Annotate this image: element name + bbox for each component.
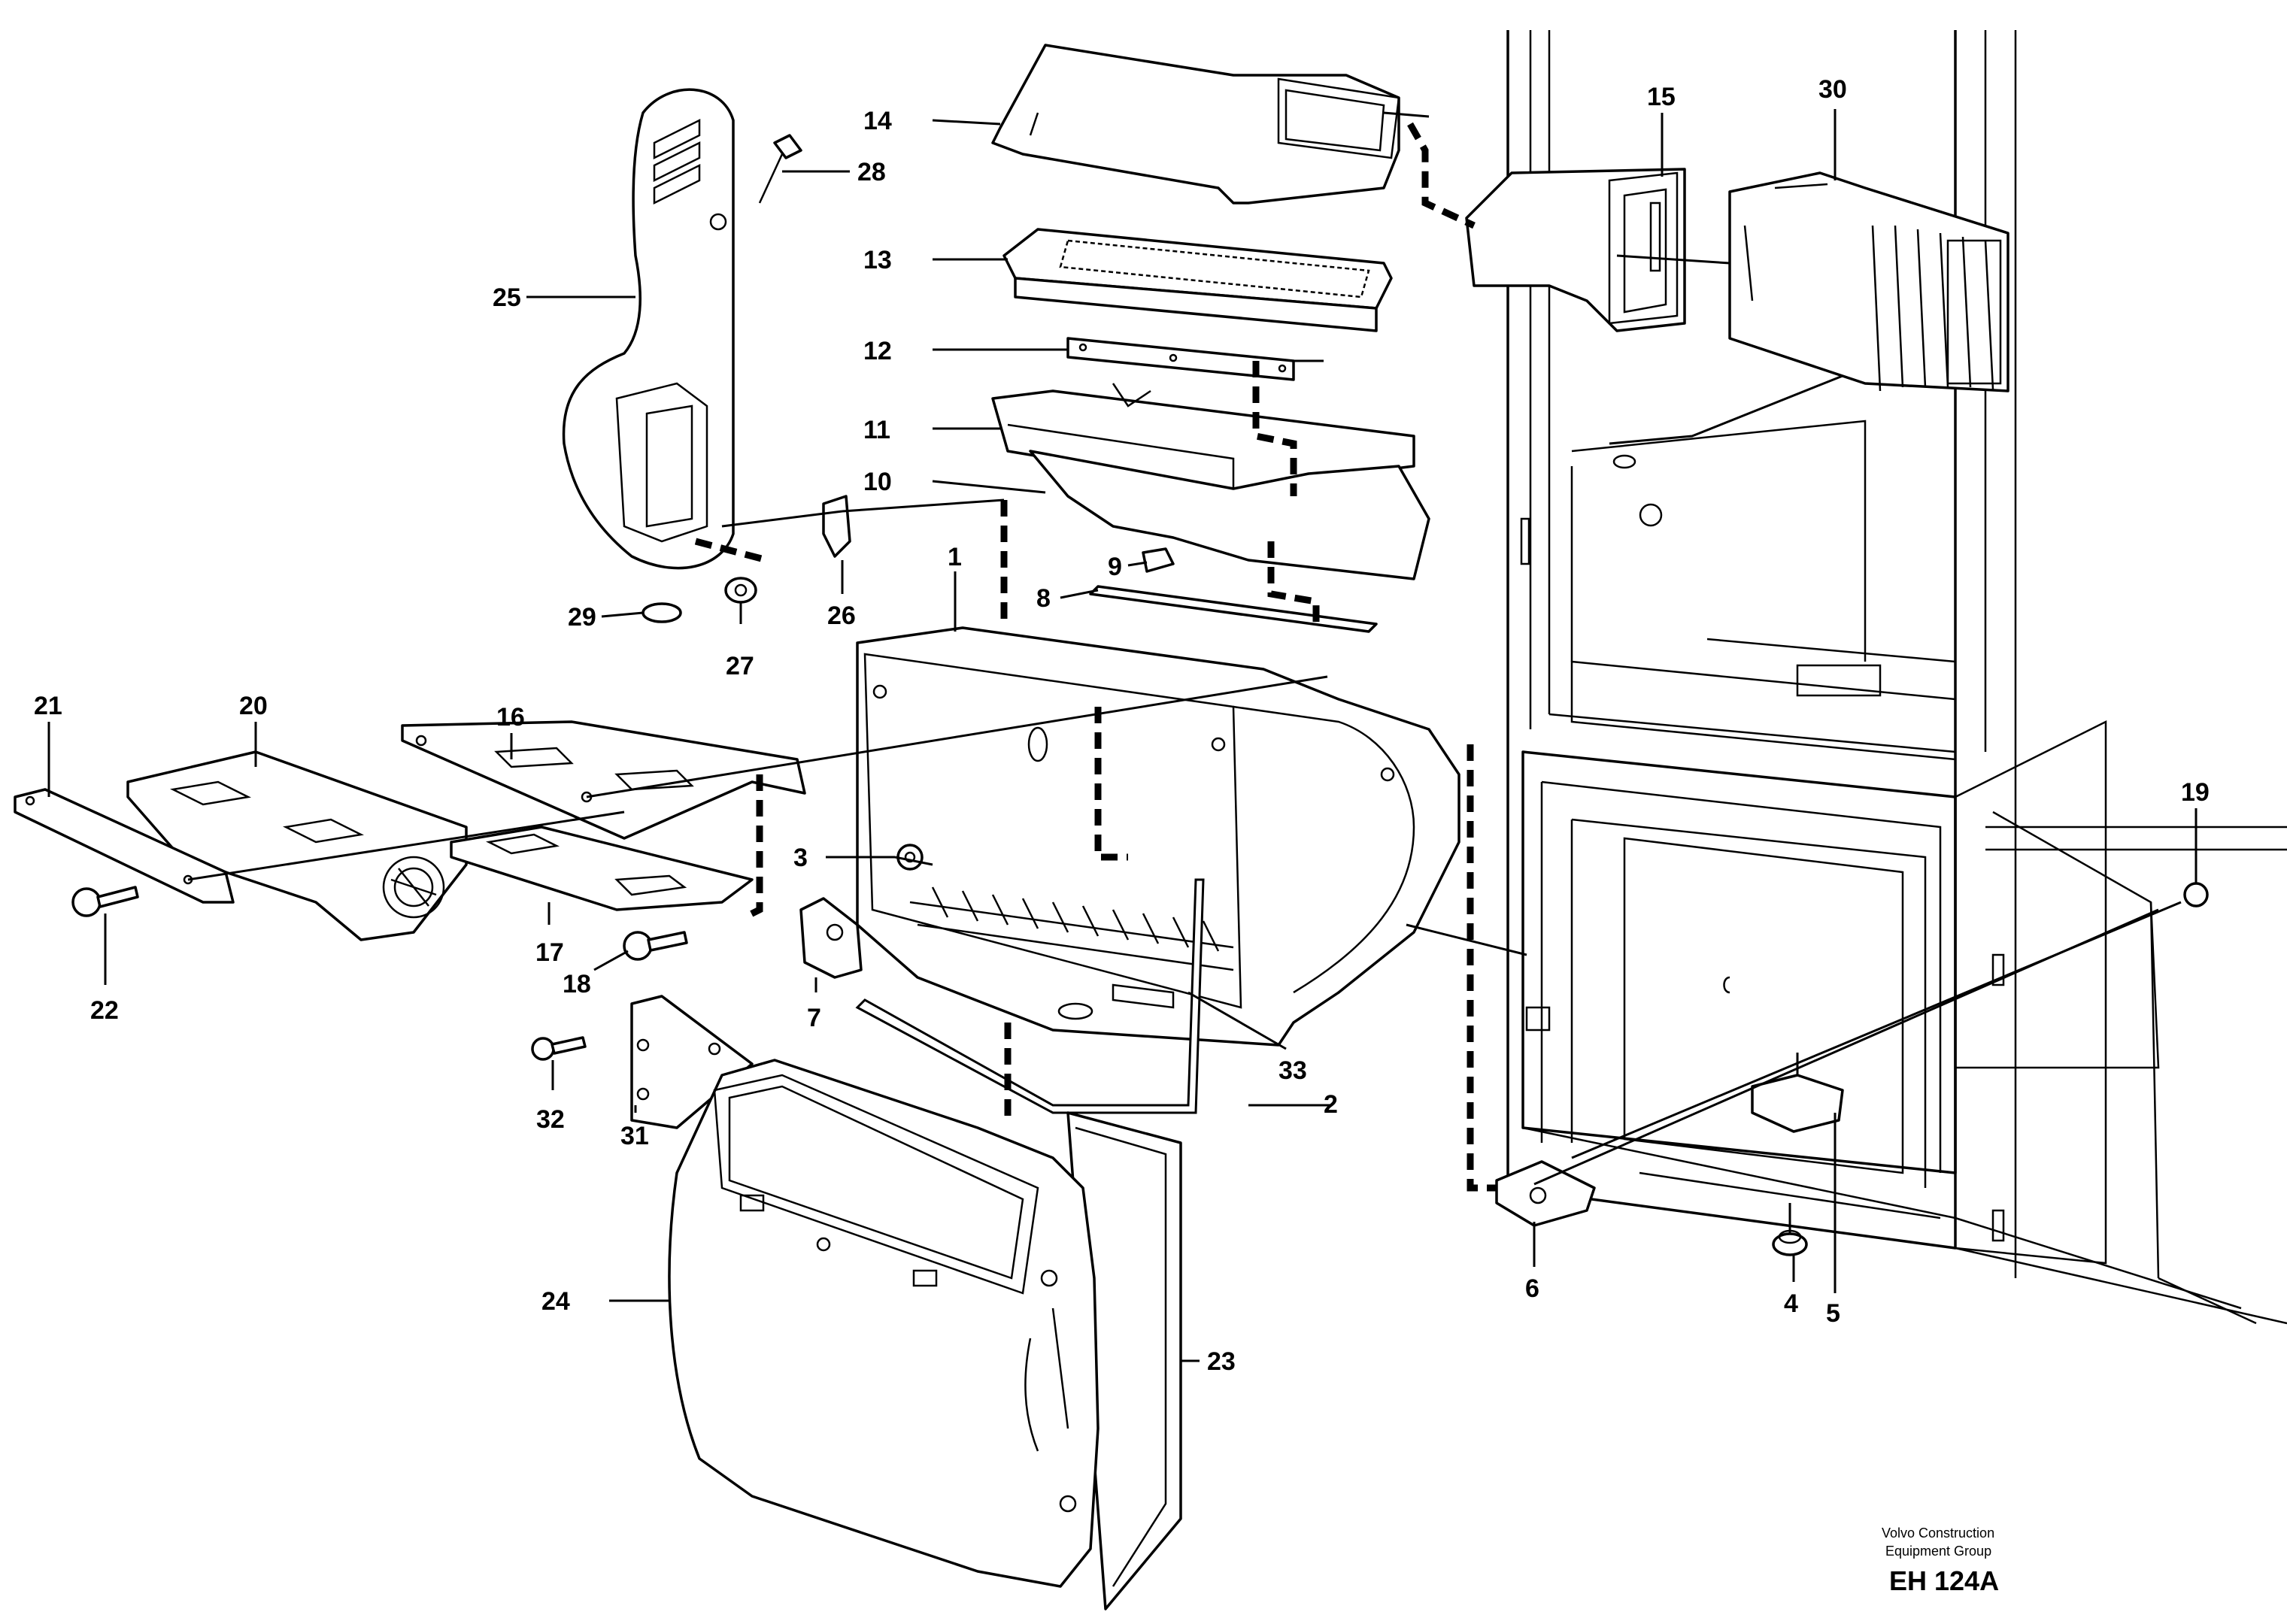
callout-leaders [47, 109, 2198, 1362]
callout-8: 8 [1036, 584, 1051, 613]
callout-labels: 1 2 3 4 5 6 7 8 9 10 11 12 13 14 15 16 1… [34, 75, 2210, 1376]
part-17-plate [450, 826, 754, 911]
callout-20: 20 [239, 692, 268, 720]
callout-4: 4 [1784, 1289, 1798, 1318]
part-16-plate [401, 720, 806, 840]
part-15-duct-elbow [1465, 168, 1686, 332]
footer-line-1: Volvo Construction [1882, 1526, 1994, 1541]
part-30-bellows-duct [1728, 171, 2009, 392]
part-21-strip [14, 788, 235, 904]
part-10-duct [1029, 450, 1430, 580]
cab-frame [1506, 30, 2287, 1325]
callout-25: 25 [493, 283, 521, 312]
part-5-block [1751, 1074, 1844, 1133]
callout-22: 22 [90, 996, 119, 1025]
callout-27: 27 [726, 652, 754, 680]
part-1-heater-housing [856, 626, 1460, 1047]
part-28-screw [758, 134, 802, 204]
callout-7: 7 [807, 1004, 821, 1032]
callout-26: 26 [827, 601, 856, 630]
callout-30: 30 [1818, 75, 1847, 104]
part-27-nut [724, 577, 757, 604]
part-24-cover-panel [668, 1059, 1100, 1588]
part-3-grommet [896, 844, 924, 871]
callout-2: 2 [1324, 1090, 1338, 1119]
part-14-top-cover [991, 44, 1400, 205]
callout-6: 6 [1525, 1274, 1539, 1303]
callout-15: 15 [1647, 83, 1676, 111]
part-2-seal-strip [855, 878, 1205, 1114]
callout-24: 24 [541, 1287, 570, 1316]
callout-9: 9 [1108, 553, 1122, 581]
callout-3: 3 [793, 844, 808, 872]
callout-23: 23 [1207, 1347, 1236, 1376]
part-26-bracket [822, 495, 851, 558]
callout-1: 1 [948, 543, 962, 571]
callout-11: 11 [863, 416, 890, 444]
callout-12: 12 [863, 337, 892, 365]
part-19-nut [2183, 882, 2209, 907]
part-9-clip [1142, 547, 1175, 573]
part-6-bracket [1495, 1160, 1596, 1227]
footer-line-2: Equipment Group [1885, 1544, 1991, 1559]
assembly-thin-lines [187, 111, 2182, 1233]
callout-19: 19 [2181, 778, 2210, 807]
callout-14: 14 [863, 107, 892, 135]
part-8-gasket [1089, 585, 1378, 633]
callout-18: 18 [563, 970, 591, 998]
callout-29: 29 [568, 603, 596, 632]
part-18-bolt [623, 931, 688, 961]
part-4-bushing [1772, 1229, 1808, 1256]
part-7-block [799, 897, 863, 979]
callout-5: 5 [1826, 1299, 1840, 1328]
callout-10: 10 [863, 468, 892, 496]
publisher-footer: Volvo Construction Equipment Group EH 12… [1882, 1526, 1999, 1596]
callout-32: 32 [536, 1105, 565, 1134]
callout-17: 17 [535, 938, 564, 967]
part-29-grommet [642, 602, 682, 623]
callout-21: 21 [34, 692, 62, 720]
part-32-bolt [531, 1036, 587, 1061]
callout-13: 13 [863, 246, 892, 274]
callout-28: 28 [857, 158, 886, 186]
drawing-code: EH 124A [1889, 1565, 1999, 1596]
callout-16: 16 [496, 703, 525, 732]
callout-33: 33 [1278, 1056, 1307, 1085]
assembly-dashed-lines [694, 122, 1497, 1192]
callout-31: 31 [620, 1122, 649, 1150]
part-13-filter [1002, 228, 1393, 332]
part-25-side-duct [562, 88, 735, 570]
part-22-bolt [71, 886, 139, 917]
part-12-strip [1066, 337, 1295, 381]
part-20-blower [126, 750, 468, 941]
